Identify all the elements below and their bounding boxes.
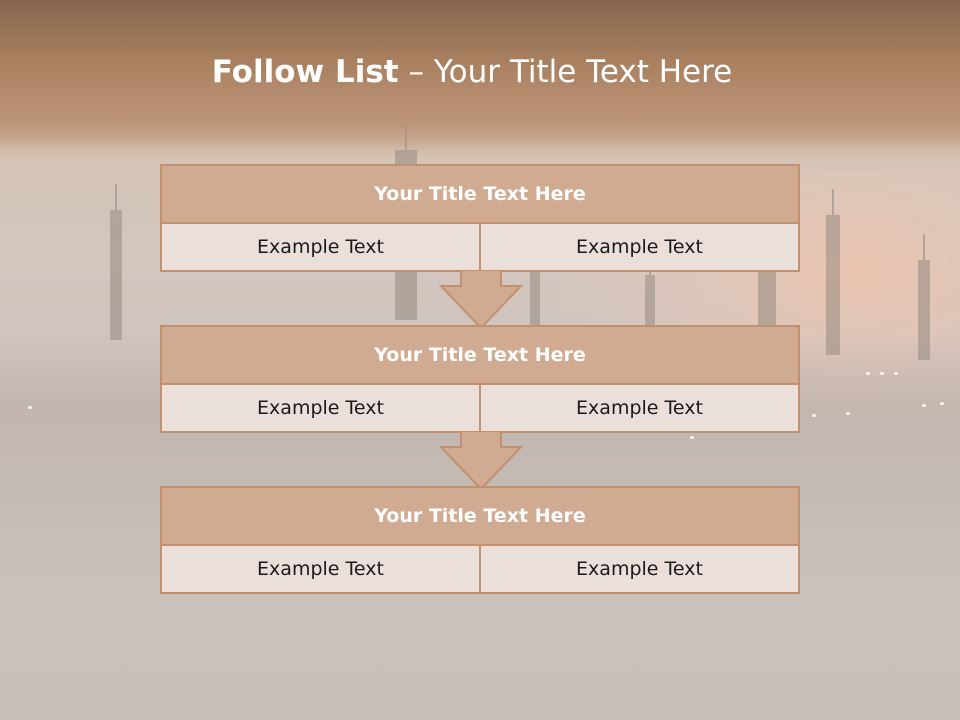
- city-light: [690, 436, 694, 439]
- box-title: Your Title Text Here: [162, 327, 798, 383]
- box-cell-left: Example Text: [162, 224, 479, 270]
- city-light: [866, 372, 870, 375]
- box-row: Example Text Example Text: [162, 544, 798, 592]
- minaret-silhouette: [645, 249, 655, 330]
- down-arrow-icon: [438, 431, 524, 491]
- box-row: Example Text Example Text: [162, 222, 798, 270]
- box-row: Example Text Example Text: [162, 383, 798, 431]
- city-light: [894, 372, 898, 375]
- title-bold: Follow List: [211, 54, 399, 90]
- list-box-1: Your Title Text Here Example Text Exampl…: [160, 164, 800, 272]
- minaret-silhouette: [530, 244, 540, 330]
- box-cell-left: Example Text: [162, 546, 479, 592]
- city-light: [940, 402, 944, 405]
- city-light: [880, 372, 884, 375]
- minaret-silhouette: [826, 189, 840, 355]
- header-band: [0, 0, 960, 150]
- minaret-silhouette: [918, 234, 930, 360]
- minaret-silhouette: [110, 184, 122, 340]
- box-cell-right: Example Text: [479, 224, 798, 270]
- box-cell-right: Example Text: [479, 385, 798, 431]
- list-box-2: Your Title Text Here Example Text Exampl…: [160, 325, 800, 433]
- title-rest: – Your Title Text Here: [408, 54, 733, 90]
- down-arrow-icon: [438, 270, 524, 330]
- box-title: Your Title Text Here: [162, 488, 798, 544]
- box-title: Your Title Text Here: [162, 166, 798, 222]
- city-light: [28, 406, 32, 409]
- slide-title: Follow List – Your Title Text Here: [0, 54, 944, 90]
- box-cell-left: Example Text: [162, 385, 479, 431]
- box-cell-right: Example Text: [479, 546, 798, 592]
- city-light: [922, 404, 926, 407]
- city-light: [812, 414, 816, 417]
- list-box-3: Your Title Text Here Example Text Exampl…: [160, 486, 800, 594]
- city-light: [846, 412, 850, 415]
